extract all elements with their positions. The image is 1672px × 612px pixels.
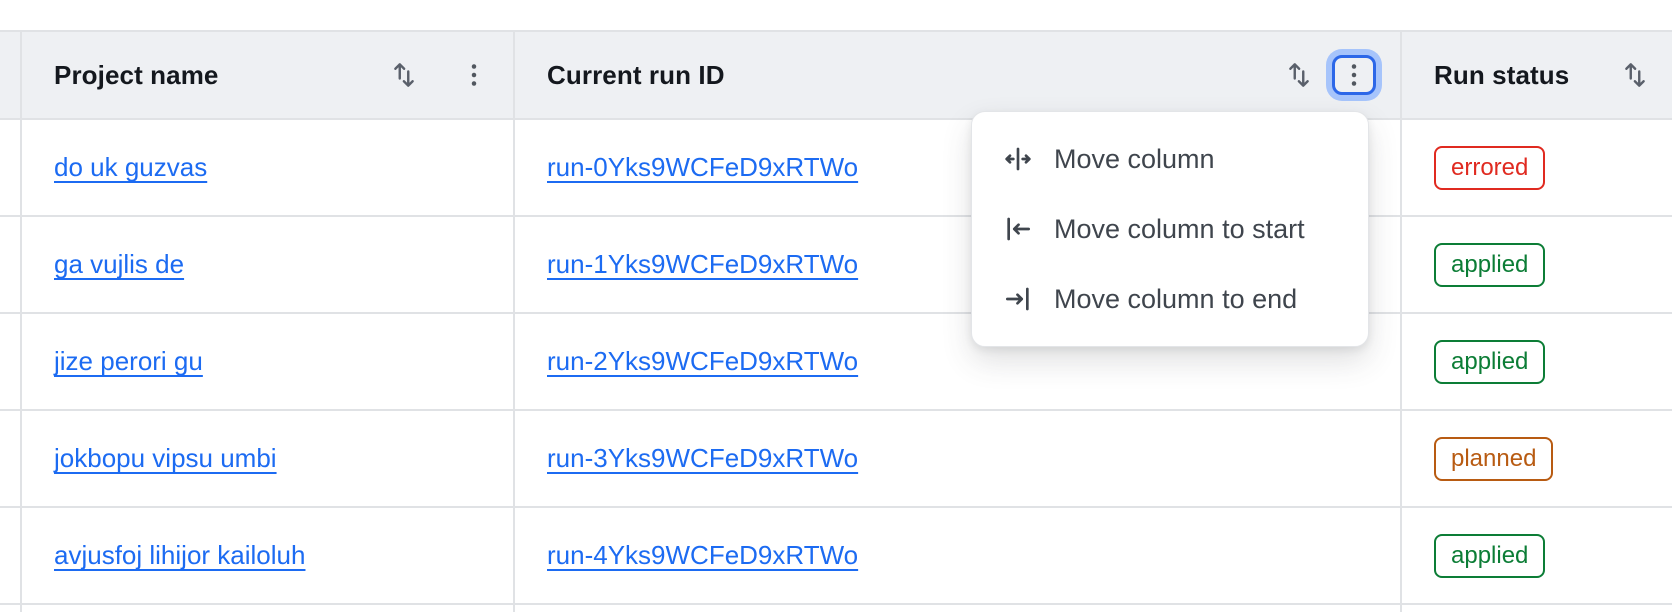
sort-arrows-icon[interactable] — [387, 58, 421, 92]
project-name-cell: ga vujlis de — [22, 217, 515, 312]
move-column-to-start-icon — [1002, 213, 1034, 245]
run-status-cell: applied — [1402, 508, 1672, 603]
run-id-link[interactable]: run-3Yks9WCFeD9xRTWo — [547, 443, 859, 473]
offscreen-cell — [0, 508, 22, 603]
project-name-cell: jize perori gu — [22, 314, 515, 409]
menu-item-label: Move column to start — [1054, 213, 1305, 244]
run-status-cell: applied — [1402, 314, 1672, 409]
run-status-cell — [1402, 605, 1672, 612]
offscreen-cell — [0, 411, 22, 506]
kebab-menu-icon-focused[interactable] — [1332, 55, 1376, 95]
header-icon-group — [1282, 55, 1376, 95]
project-link[interactable]: do uk guzvas — [54, 152, 208, 182]
status-badge: applied — [1434, 533, 1546, 578]
column-label: Current run ID — [547, 59, 725, 90]
table-row: jize perori gu run-2Yks9WCFeD9xRTWo appl… — [0, 314, 1672, 411]
run-id-link[interactable]: run-4Yks9WCFeD9xRTWo — [547, 540, 859, 570]
project-link[interactable]: jize perori gu — [54, 346, 203, 376]
run-id-cell: run-2Yks9WCFeD9xRTWo — [515, 314, 1402, 409]
project-link[interactable]: avjusfoj lihijor kailoluh — [54, 540, 306, 570]
project-link[interactable]: jokbopu vipsu umbi — [54, 443, 277, 473]
column-header-run-status: Run status — [1402, 32, 1672, 118]
menu-item-move-column-to-end[interactable]: Move column to end — [972, 264, 1368, 334]
project-name-cell: avjusfoj lihijor kailoluh — [22, 508, 515, 603]
status-badge: applied — [1434, 339, 1546, 384]
column-label: Run status — [1434, 59, 1570, 90]
projects-table: Project name Current run ID — [0, 30, 1672, 612]
table-row: jokbopu vipsu umbi run-3Yks9WCFeD9xRTWo … — [0, 411, 1672, 508]
menu-item-label: Move column to end — [1054, 283, 1298, 314]
run-status-cell: errored — [1402, 120, 1672, 215]
sort-arrows-icon[interactable] — [1618, 58, 1652, 92]
kebab-menu-icon[interactable] — [459, 58, 489, 92]
sort-arrows-icon[interactable] — [1282, 58, 1316, 92]
table-row: do uk guzvas run-0Yks9WCFeD9xRTWo errore… — [0, 120, 1672, 217]
run-status-cell: applied — [1402, 217, 1672, 312]
header-icon-group — [1618, 58, 1652, 92]
column-options-menu: Move column Move column to start Move co… — [971, 111, 1369, 347]
run-status-cell: planned — [1402, 411, 1672, 506]
project-link[interactable]: ga vujlis de — [54, 249, 185, 279]
project-name-cell — [22, 605, 515, 612]
run-id-cell: run-4Yks9WCFeD9xRTWo — [515, 508, 1402, 603]
offscreen-cell — [0, 120, 22, 215]
header-icon-group — [387, 58, 489, 92]
menu-item-label: Move column — [1054, 143, 1215, 174]
status-badge: errored — [1434, 145, 1546, 190]
menu-item-move-column[interactable]: Move column — [972, 124, 1368, 194]
offscreen-cell — [0, 605, 22, 612]
offscreen-cell — [0, 217, 22, 312]
project-name-cell: jokbopu vipsu umbi — [22, 411, 515, 506]
offscreen-cell — [0, 314, 22, 409]
run-id-link[interactable]: run-0Yks9WCFeD9xRTWo — [547, 152, 859, 182]
table-row: ga vujlis de run-1Yks9WCFeD9xRTWo applie… — [0, 217, 1672, 314]
column-header-current-run-id: Current run ID — [515, 32, 1402, 118]
status-badge: planned — [1434, 436, 1554, 481]
move-column-icon — [1002, 143, 1034, 175]
move-column-to-end-icon — [1002, 283, 1034, 315]
table-row: avjusfoj lihijor kailoluh run-4Yks9WCFeD… — [0, 508, 1672, 605]
menu-item-move-column-to-start[interactable]: Move column to start — [972, 194, 1368, 264]
column-header-project-name: Project name — [22, 32, 515, 118]
table-header-row: Project name Current run ID — [0, 30, 1672, 120]
project-name-cell: do uk guzvas — [22, 120, 515, 215]
table-row-partial — [0, 605, 1672, 612]
run-id-link[interactable]: run-2Yks9WCFeD9xRTWo — [547, 346, 859, 376]
run-id-cell: run-1Yks9WCFeD9xRTWo — [515, 217, 1402, 312]
run-id-link[interactable]: run-1Yks9WCFeD9xRTWo — [547, 249, 859, 279]
offscreen-column-header — [0, 32, 22, 118]
column-label: Project name — [54, 59, 219, 90]
run-id-cell: run-0Yks9WCFeD9xRTWo — [515, 120, 1402, 215]
status-badge: applied — [1434, 242, 1546, 287]
run-id-cell — [515, 605, 1402, 612]
run-id-cell: run-3Yks9WCFeD9xRTWo — [515, 411, 1402, 506]
